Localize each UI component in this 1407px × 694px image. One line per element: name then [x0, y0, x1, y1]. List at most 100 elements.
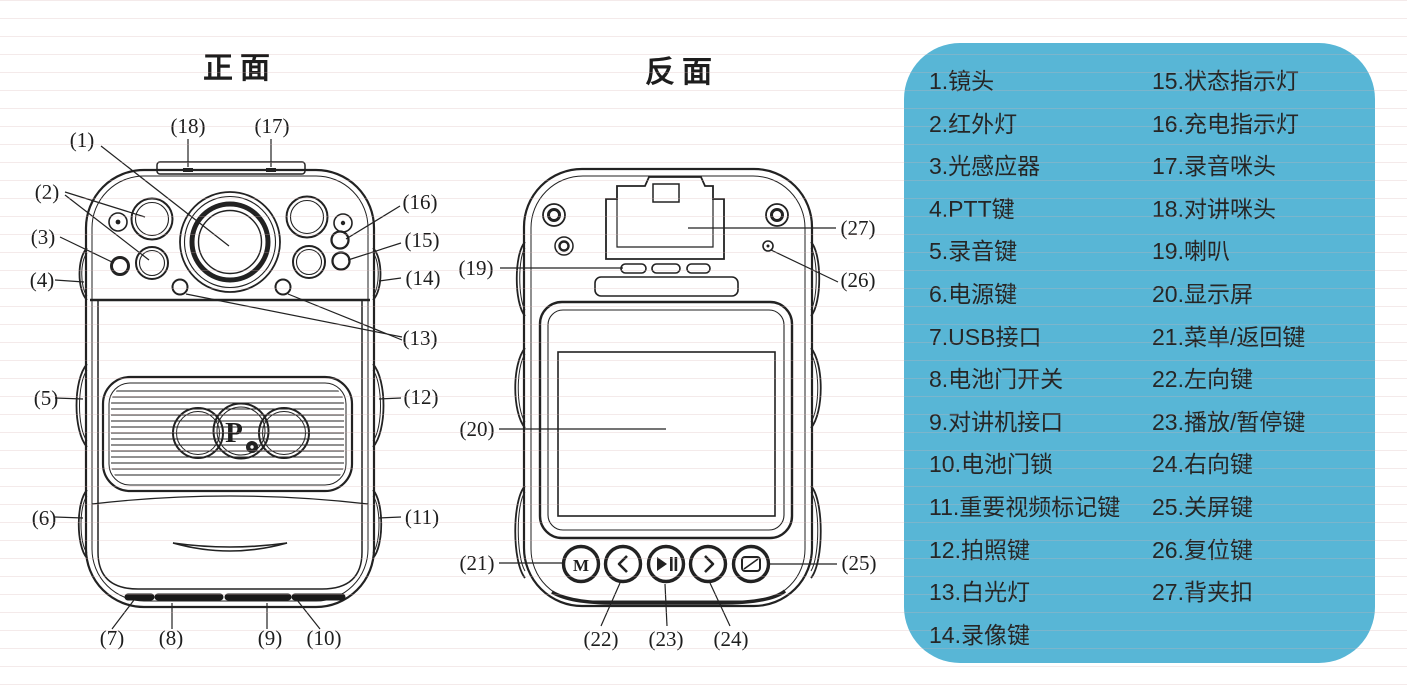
grille-circle-left — [172, 407, 224, 459]
callout-16-label: (16) — [403, 190, 438, 214]
legend-item-20: 20.显示屏 — [1152, 280, 1253, 307]
callout-7-label: (7) — [100, 626, 125, 650]
ir-light-right-small — [292, 245, 326, 279]
left-arrow-icon — [617, 555, 628, 573]
callout-2-label: (2) — [35, 180, 60, 204]
callout-13-label: (13) — [403, 326, 438, 350]
callout-4-label: (4) — [30, 268, 55, 292]
power-button-bulge — [77, 489, 88, 559]
callout-9-label: (9) — [258, 626, 283, 650]
legend-item-18: 18.对讲咪头 — [1152, 195, 1276, 222]
screw-top-right — [765, 203, 789, 227]
back-button-row: M — [561, 544, 771, 584]
brand-logo: P — [225, 417, 243, 449]
back-body-inner-outline — [530, 175, 806, 602]
callout-17-label: (17) — [255, 114, 290, 138]
camera-lens — [179, 191, 281, 293]
callout-25-label: (25) — [842, 551, 877, 575]
legend-item-26: 26.复位键 — [1152, 536, 1253, 563]
legend-item-19: 19.喇叭 — [1152, 238, 1230, 265]
legend-item-6: 6.电源键 — [929, 280, 1018, 307]
legend-item-8: 8.电池门开关 — [929, 366, 1064, 393]
top-mic-strip — [156, 161, 306, 175]
legend-item-22: 22.左向键 — [1152, 366, 1253, 393]
callout-12-label: (12) — [404, 385, 439, 409]
play-pause-button — [646, 544, 686, 584]
callout-23-label: (23) — [649, 627, 684, 651]
screen-off-button — [731, 544, 771, 584]
screen-bezel — [538, 300, 794, 540]
callout-24-label: (24) — [714, 627, 749, 651]
reset-hole — [762, 240, 774, 252]
back-view: 反面 — [459, 56, 877, 651]
side-buttons-front — [75, 247, 385, 559]
legend-item-9: 9.对讲机接口 — [929, 408, 1064, 435]
legend-item-17: 17.录音咪头 — [1152, 153, 1276, 180]
callout-1-label: (1) — [70, 128, 95, 152]
legend-item-5: 5.录音键 — [929, 238, 1018, 265]
recording-mic-hole — [266, 168, 276, 172]
screw-top-left — [542, 203, 566, 227]
white-light-right — [274, 278, 292, 296]
label-plate — [594, 276, 739, 297]
clip-notch-line — [172, 542, 288, 552]
play-pause-icon — [657, 557, 678, 571]
side-buttons-back — [514, 241, 822, 579]
legend-panel: 1.镜头 2.红外灯 3.光感应器 4.PTT键 5.录音键 6.电源键 7.U… — [904, 43, 1375, 663]
callout-10-label: (10) — [307, 626, 342, 650]
legend-item-7: 7.USB接口 — [929, 323, 1042, 350]
charging-indicator-led — [330, 230, 350, 250]
clip-mount-socket — [652, 183, 680, 203]
legend-item-21: 21.菜单/返回键 — [1152, 323, 1306, 350]
front-grille: P — [101, 375, 354, 493]
back-bottom-edge — [551, 589, 787, 605]
intercom-mic-hole — [183, 168, 193, 172]
front-callout-labels: (1) (18) (17) (2) (3) (4) (16) (15) (14)… — [30, 114, 441, 650]
legend-item-13: 13.白光灯 — [929, 579, 1030, 606]
callout-5-label: (5) — [34, 386, 59, 410]
legend-item-4: 4.PTT键 — [929, 195, 1015, 222]
light-sensor — [110, 256, 130, 276]
legend-item-10: 10.电池门锁 — [929, 451, 1053, 478]
mark-button-bulge — [372, 489, 383, 559]
callout-8-label: (8) — [159, 626, 184, 650]
legend-item-3: 3.光感应器 — [929, 153, 1041, 180]
back-leader-lines — [499, 227, 839, 627]
front-body-outline — [84, 168, 376, 609]
legend-column-2: 15.状态指示灯 16.充电指示灯 17.录音咪头 18.对讲咪头 19.喇叭 … — [1152, 60, 1372, 614]
legend-item-27: 27.背夹扣 — [1152, 579, 1253, 606]
indicator-dot-right — [333, 213, 353, 233]
callout-18-label: (18) — [171, 114, 206, 138]
screw-left-lower — [554, 236, 574, 256]
legend-item-25: 25.关屏键 — [1152, 493, 1253, 520]
ir-light-right-large — [285, 195, 329, 239]
legend-item-15: 15.状态指示灯 — [1152, 68, 1299, 94]
ir-light-left-large — [130, 197, 174, 241]
lower-cover-seam — [91, 495, 369, 505]
callout-26-label: (26) — [841, 268, 876, 292]
legend-item-2: 2.红外灯 — [929, 110, 1018, 137]
legend-item-12: 12.拍照键 — [929, 536, 1030, 563]
callout-11-label: (11) — [405, 505, 439, 529]
callout-19-label: (19) — [459, 256, 494, 280]
legend-item-24: 24.右向键 — [1152, 451, 1253, 478]
callout-27-label: (27) — [841, 216, 876, 240]
legend-item-23: 23.播放/暂停键 — [1152, 408, 1306, 435]
back-clip-mount — [605, 176, 725, 260]
legend-item-11: 11.重要视频标记键 — [929, 493, 1121, 520]
grille-circle-right — [258, 407, 310, 459]
back-body-outline — [522, 167, 814, 608]
callout-21-label: (21) — [460, 551, 495, 575]
right-arrow-button — [688, 544, 728, 584]
line-art-diagram: 正面 — [30, 52, 877, 651]
callout-22-label: (22) — [584, 627, 619, 651]
front-leader-lines — [54, 139, 403, 630]
legend-item-16: 16.充电指示灯 — [1152, 110, 1299, 137]
legend-column-1: 1.镜头 2.红外灯 3.光感应器 4.PTT键 5.录音键 6.电源键 7.U… — [929, 60, 1177, 656]
legend-item-14: 14.录像键 — [929, 621, 1030, 648]
right-arrow-icon — [704, 555, 715, 573]
back-callout-labels: (27) (19) (26) (20) (21) (25) (22) (23) … — [459, 216, 877, 651]
screen-off-icon — [741, 556, 761, 572]
speaker-slots — [620, 263, 711, 274]
